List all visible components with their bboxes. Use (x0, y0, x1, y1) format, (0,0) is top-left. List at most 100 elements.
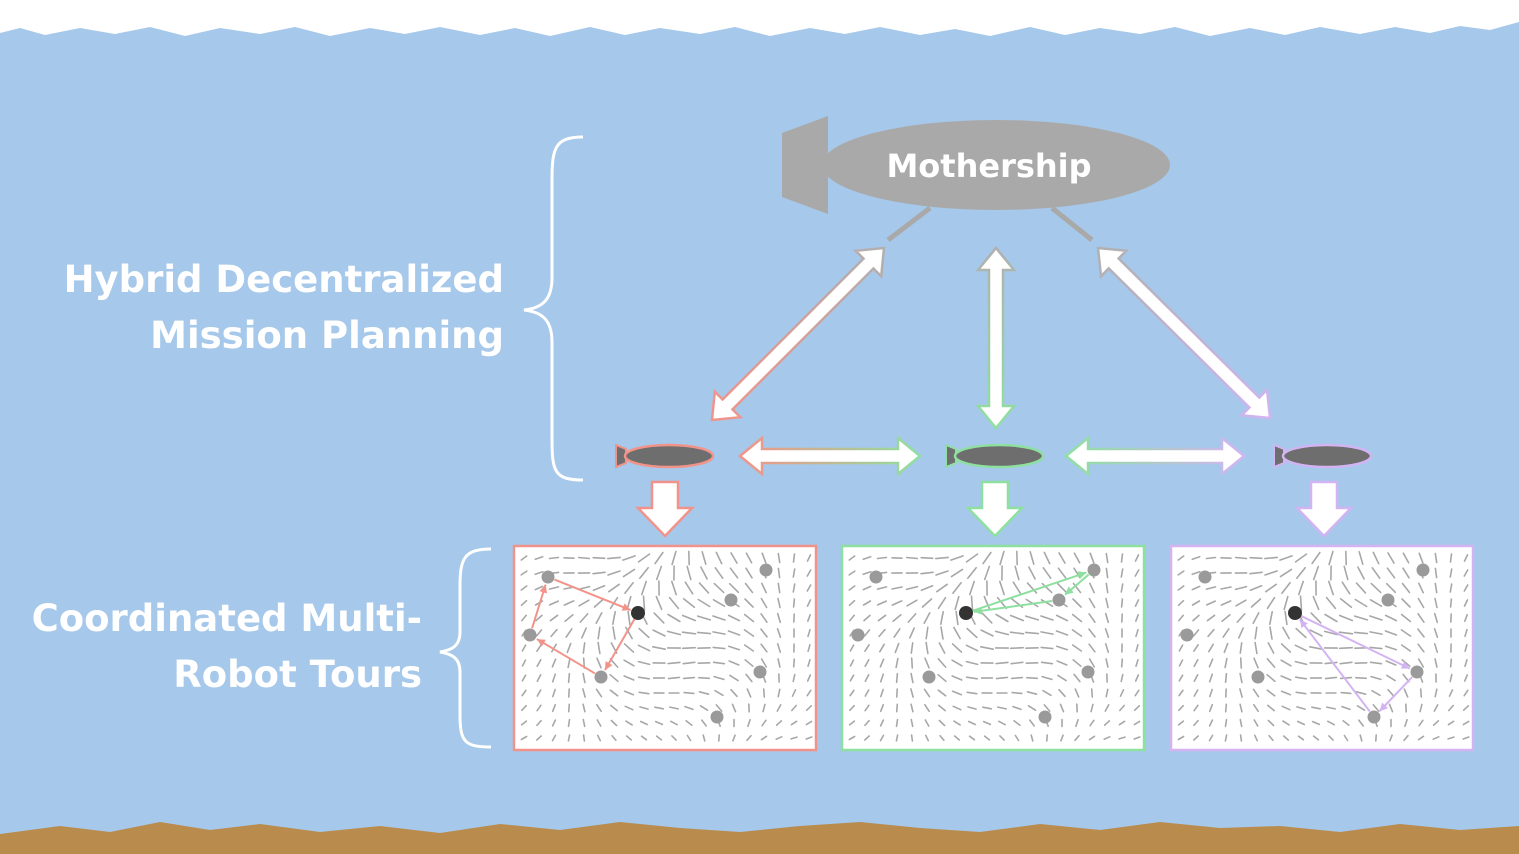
flow-vector (923, 688, 931, 698)
flow-vector (995, 676, 1009, 680)
flow-vector (1134, 584, 1140, 592)
flow-vector (1400, 629, 1412, 637)
flow-vector (1324, 676, 1338, 680)
flow-vector (1267, 719, 1275, 727)
flow-vector (1463, 584, 1469, 592)
tour-panels (512, 544, 1475, 752)
flow-vector (848, 735, 856, 741)
flow-vector (1239, 703, 1243, 713)
flow-vector (624, 581, 634, 595)
flow-vector (551, 719, 557, 727)
flow-vector (1118, 736, 1126, 740)
flow-vector (910, 688, 914, 698)
robot-red-tour-arrowhead (539, 584, 548, 594)
flow-vector (863, 735, 871, 741)
flow-vector (807, 643, 811, 653)
flow-vector (609, 673, 619, 683)
flow-vector (982, 720, 992, 726)
flow-vector (891, 586, 903, 590)
flow-vector (1134, 569, 1140, 577)
flow-vector (593, 598, 605, 608)
flow-vector (729, 674, 739, 682)
flow-vector (760, 643, 768, 653)
flow-vector (548, 600, 560, 606)
flow-vector (1014, 734, 1020, 742)
flow-vector (1239, 672, 1243, 684)
flow-vector (1055, 645, 1069, 651)
flow-vector (1462, 720, 1470, 726)
flow-vector (910, 642, 914, 654)
task-node (869, 570, 883, 584)
flow-vector (712, 598, 726, 608)
flow-vector (1384, 645, 1398, 651)
flow-vector (1178, 614, 1184, 622)
flow-vector (938, 642, 946, 654)
task-node (753, 665, 767, 679)
flow-vector (1134, 599, 1140, 607)
flow-vector (1134, 689, 1140, 697)
flow-vector (965, 553, 979, 563)
flow-vector (1266, 596, 1276, 610)
robot-red-tail (615, 443, 627, 469)
flow-vector (1294, 660, 1308, 666)
task-node (710, 710, 724, 724)
robot-green-tour-edge (973, 599, 1053, 613)
flow-vector (1280, 675, 1292, 681)
robot-red-flow-field (520, 550, 813, 742)
flow-vector (1280, 659, 1292, 667)
flow-vector (1384, 614, 1398, 622)
comm-arrow-mothership-red (710, 246, 886, 422)
flow-vector (1449, 673, 1453, 683)
flow-vector (953, 626, 961, 640)
flow-vector (1449, 568, 1453, 578)
flow-vector (744, 582, 754, 594)
flow-vector (536, 643, 542, 653)
tours-label-line-1: Coordinated Multi- (31, 597, 422, 640)
flow-vector (776, 642, 782, 654)
flow-vector (1402, 552, 1410, 564)
flow-vector (863, 614, 871, 622)
flow-vector (1178, 674, 1184, 682)
flow-vector (1387, 688, 1395, 698)
flow-vector (1224, 734, 1228, 742)
flow-vector (970, 595, 974, 611)
flow-vector (1135, 628, 1139, 638)
flow-vector (536, 719, 542, 727)
flow-vector (536, 704, 542, 712)
flow-vector (639, 720, 649, 726)
flow-vector (806, 584, 812, 592)
flow-vector (862, 600, 872, 606)
flow-vector (596, 657, 602, 669)
planning-label-line-2: Mission Planning (150, 314, 504, 357)
flow-vector (566, 642, 572, 654)
flow-vector (995, 613, 1009, 623)
flow-vector (592, 571, 606, 575)
flow-vector (953, 720, 961, 726)
flow-vector (1463, 569, 1469, 577)
robots (615, 443, 1373, 469)
flow-vector (879, 703, 885, 713)
flow-vector (1353, 615, 1369, 621)
flow-vector (1371, 566, 1381, 580)
flow-vector (1040, 646, 1054, 650)
robot-purple-tour-arrowhead (1400, 661, 1410, 669)
flow-vector (952, 705, 962, 711)
flow-vector (1434, 567, 1438, 579)
flow-vector (521, 689, 527, 697)
flow-vector (713, 582, 725, 594)
flow-vector (760, 628, 768, 638)
flow-vector (980, 629, 994, 637)
flow-vector (806, 569, 812, 577)
flow-vector (731, 703, 737, 713)
flow-vector (564, 613, 574, 623)
flow-vector (671, 550, 677, 566)
flow-vector (1433, 612, 1439, 624)
flow-vector (792, 673, 796, 683)
robot-red-tour-panel (512, 544, 818, 752)
flow-vector (848, 704, 856, 712)
task-node (1381, 593, 1395, 607)
flow-vector (697, 676, 711, 680)
flow-vector (563, 600, 575, 606)
flow-vector (1463, 689, 1469, 697)
flow-vector (1058, 552, 1066, 564)
